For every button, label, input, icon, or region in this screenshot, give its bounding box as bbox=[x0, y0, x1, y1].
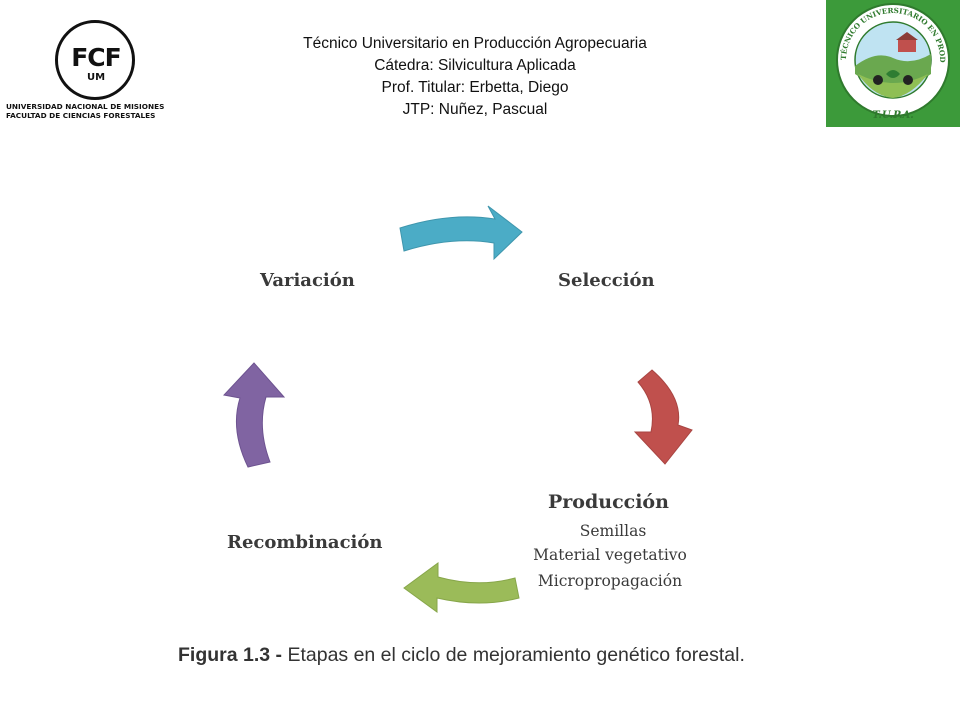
header-line-professor: Prof. Titular: Erbetta, Diego bbox=[381, 79, 569, 96]
tupa-emblem: TÉCNICO UNIVERSITARIO EN PRODUCCIÓN AGRO… bbox=[822, 0, 960, 127]
course-header: Técnico Universitario en Producción Agro… bbox=[230, 33, 720, 121]
logo-circle bbox=[55, 20, 135, 100]
arrow-produccion-to-recombinacion bbox=[403, 562, 520, 613]
tupa-initials: T.U.P.A. bbox=[872, 110, 914, 121]
stage-variacion: Variación bbox=[260, 270, 355, 291]
produccion-item-material-vegetativo: Material vegetativo bbox=[533, 546, 687, 564]
figure-caption-text: Etapas en el ciclo de mejoramiento genét… bbox=[282, 644, 745, 666]
figure-caption-label: Figura 1.3 - bbox=[178, 644, 283, 666]
produccion-item-micropropagacion: Micropropagación bbox=[537, 572, 683, 590]
stage-recombinacion: Recombinación bbox=[227, 532, 383, 553]
faculty-name: FACULTAD DE CIENCIAS FORESTALES bbox=[6, 111, 156, 120]
arrow-seleccion-to-produccion bbox=[633, 369, 693, 465]
arrow-recombinacion-to-variacion bbox=[223, 362, 286, 468]
stage-produccion: Producción bbox=[548, 491, 669, 513]
header-line-jtp: JTP: Nuñez, Pascual bbox=[402, 101, 548, 118]
arrow-variacion-to-seleccion bbox=[399, 205, 523, 261]
produccion-item-semillas: Semillas bbox=[579, 522, 647, 540]
logo-mark: FCF bbox=[71, 43, 122, 72]
unam-fcf-logo: FCF UM UNIVERSIDAD NACIONAL DE MISIONES … bbox=[6, 18, 186, 122]
stage-seleccion: Selección bbox=[558, 270, 655, 291]
header-line-course: Cátedra: Silvicultura Aplicada bbox=[374, 57, 576, 74]
logo-sub-mark: UM bbox=[86, 72, 106, 83]
header-line-program: Técnico Universitario en Producción Agro… bbox=[303, 35, 647, 52]
tupa-logo: TÉCNICO UNIVERSITARIO EN PRODUCCIÓN AGRO… bbox=[822, 0, 960, 127]
figure-caption: Figura 1.3 - Etapas en el ciclo de mejor… bbox=[178, 644, 798, 667]
university-name: UNIVERSIDAD NACIONAL DE MISIONES bbox=[6, 102, 165, 111]
